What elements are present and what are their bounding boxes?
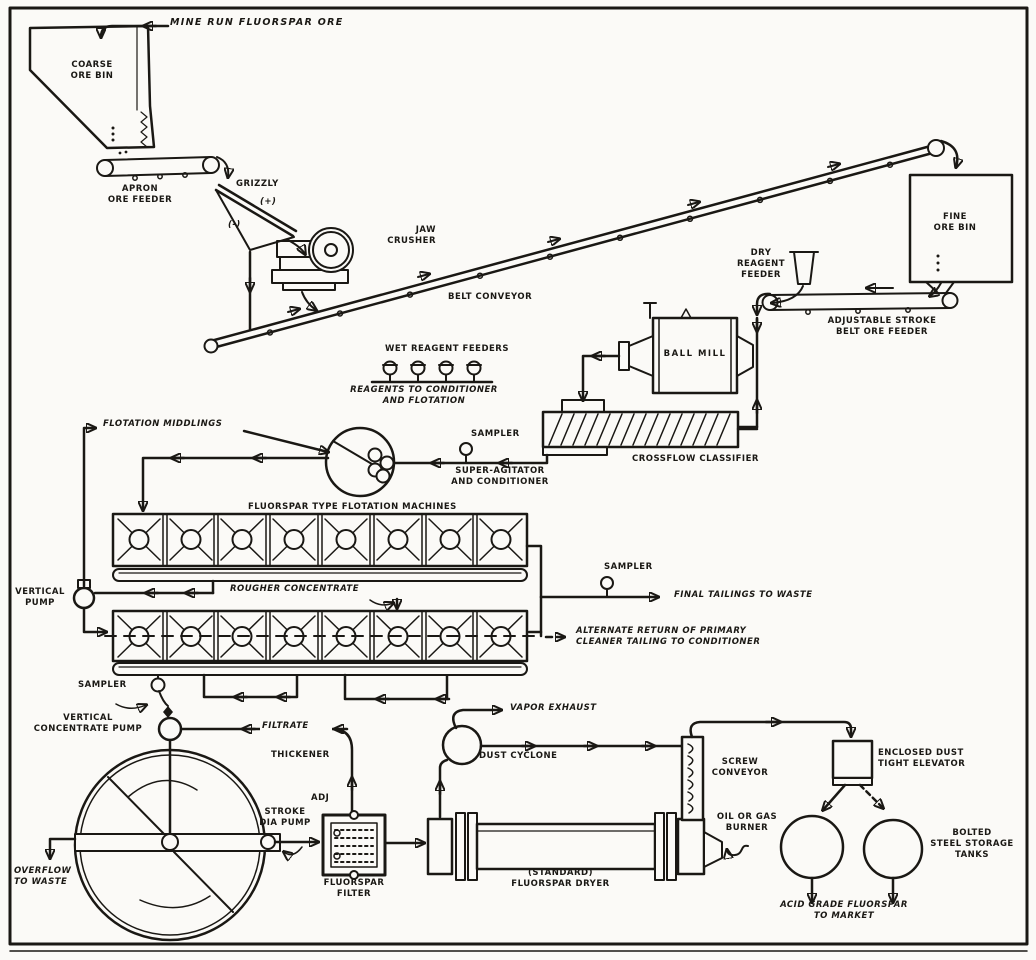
coarse-ore-bin-shape [28, 26, 170, 155]
label-oil-gas-burner: OIL OR GAS BURNER [716, 812, 778, 834]
dust-cyclone-shape [440, 710, 683, 819]
label-sampler-3: SAMPLER [78, 680, 127, 690]
thickener-shape [50, 748, 318, 942]
label-sampler-1: SAMPLER [471, 429, 520, 439]
flotation-middlings-line [82, 428, 95, 588]
label-apron-ore-feeder: APRON ORE FEEDER [107, 184, 173, 206]
rougher-concentrate-line [93, 579, 397, 608]
label-screw-conveyor: SCREW CONVEYOR [711, 757, 769, 779]
fluorspar-filter-shape [321, 810, 424, 880]
label-vertical-pump: VERTICAL PUMP [15, 587, 65, 609]
label-dust-cyclone: DUST CYCLONE [479, 751, 558, 761]
dry-reagent-feeder-shape [772, 251, 819, 303]
storage-tanks-shape [779, 814, 924, 902]
label-adjustable-feeder: ADJUSTABLE STROKE BELT ORE FEEDER [827, 316, 937, 338]
label-storage-tanks: BOLTED STEEL STORAGE TANKS [930, 828, 1014, 861]
label-thickener: THICKENER [271, 750, 330, 760]
crossflow-classifier-shape [541, 399, 759, 456]
label-fluorspar-dryer: (STANDARD) FLUORSPAR DRYER [511, 868, 610, 890]
label-overflow-to-waste: OVERFLOW TO WASTE [14, 866, 72, 888]
label-stroke-dia-pump: STROKE DIA PUMP [259, 807, 311, 829]
label-adj: ADJ [311, 793, 330, 803]
conditioner-shape [143, 426, 396, 510]
vertical-pump-shape [72, 579, 106, 632]
label-wet-reagent-feeders: WET REAGENT FEEDERS [385, 344, 509, 354]
label-fine-ore-bin: FINE ORE BIN [933, 212, 977, 234]
filtrate-line [179, 729, 352, 817]
label-reagents-to: REAGENTS TO CONDITIONER AND FLOTATION [350, 385, 498, 407]
label-grizzly-plus: (+) [260, 197, 277, 207]
label-final-tailings: FINAL TAILINGS TO WASTE [674, 590, 813, 600]
mill-discharge-line [583, 356, 621, 400]
ball-mill-shape [618, 302, 757, 429]
label-crossflow-classifier: CROSSFLOW CLASSIFIER [632, 454, 759, 464]
label-dust-elevator: ENCLOSED DUST TIGHT ELEVATOR [878, 748, 966, 770]
final-tailings-line [525, 544, 658, 637]
page-border [8, 6, 1029, 952]
label-sampler-2: SAMPLER [604, 562, 653, 572]
screw-conveyor-shape [680, 722, 851, 822]
wet-reagent-feeders-shape [370, 360, 494, 384]
label-ball-mill: BALL MILL [663, 349, 727, 359]
label-to-market: ACID GRADE FLUORSPAR TO MARKET [780, 900, 908, 922]
concentrate-pump-shape [115, 674, 183, 847]
fine-ore-bin-shape [908, 173, 1014, 296]
label-dry-reagent-feeder: DRY REAGENT FEEDER [736, 248, 786, 281]
label-grizzly: GRIZZLY [236, 179, 279, 189]
label-vapor-exhaust: VAPOR EXHAUST [510, 703, 597, 713]
label-belt-conveyor: BELT CONVEYOR [448, 292, 533, 302]
label-flotation-machines: FLUORSPAR TYPE FLOTATION MACHINES [248, 502, 457, 512]
flotation-bank-1 [111, 512, 529, 582]
label-coarse-ore-bin: COARSE ORE BIN [70, 60, 114, 82]
label-filtrate: FILTRATE [260, 721, 332, 733]
belt-conveyor-shape [203, 139, 958, 354]
label-fluorspar-filter: FLUORSPAR FILTER [323, 878, 385, 900]
label-vertical-concentrate-pump: VERTICAL CONCENTRATE PUMP [33, 713, 143, 735]
dust-elevator-shape [823, 739, 883, 810]
classifier-to-conditioner-line [392, 442, 549, 463]
label-mine-run-ore: MINE RUN FLUORSPAR ORE [170, 17, 344, 28]
jaw-crusher-shape [271, 227, 354, 310]
label-alternate-return: ALTERNATE RETURN OF PRIMARY CLEANER TAIL… [576, 626, 761, 648]
fluorspar-dryer-shape [426, 812, 749, 881]
label-flotation-middlings: FLOTATION MIDDLINGS [103, 419, 223, 429]
label-jaw-crusher: JAW CRUSHER [387, 225, 436, 247]
apron-ore-feeder-shape [96, 156, 228, 181]
label-grizzly-minus: (-) [228, 220, 241, 230]
label-rougher-concentrate: ROUGHER CONCENTRATE [228, 584, 382, 596]
label-super-agitator: SUPER-AGITATOR AND CONDITIONER [451, 466, 549, 488]
flotation-bank-2 [104, 609, 536, 699]
grizzly-shape [214, 183, 305, 332]
